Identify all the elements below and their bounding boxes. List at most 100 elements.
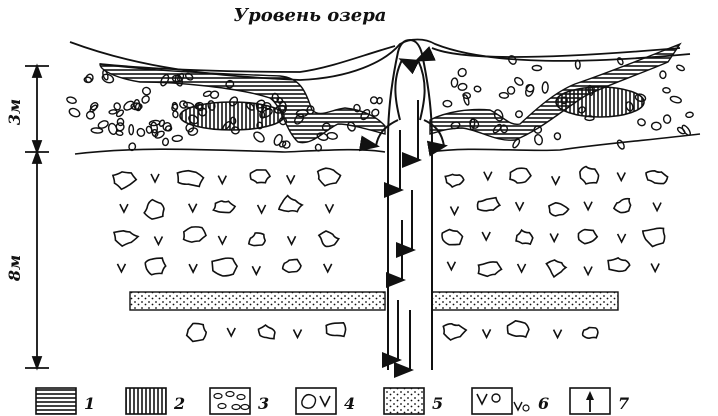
v-mark [651,263,659,271]
pebble [315,144,322,152]
v-mark [653,203,661,211]
v-mark [447,262,455,270]
clast [212,258,237,276]
v-mark [252,266,260,274]
v-mark [151,174,159,182]
clast [283,259,301,272]
pebble [282,141,290,148]
clast [614,199,631,213]
clast [113,172,136,189]
legend-item-5: 5 [384,388,443,414]
pebble [68,107,81,118]
pebble [162,138,169,146]
legend-swatch [36,388,76,414]
depth-scale [25,66,49,368]
pebble [141,94,151,104]
clast [326,323,345,337]
clast [546,260,566,277]
v-mark [618,234,626,242]
v-mark [617,172,625,180]
legend-item-1: 1 [36,388,95,414]
clast [578,230,597,244]
pebble [513,76,524,87]
clast [213,201,235,213]
clast [443,324,466,340]
clast [177,171,203,187]
clast [144,200,164,219]
pebble [136,127,146,137]
pebble [662,87,670,93]
pebble [534,125,543,133]
pebble [122,100,135,112]
pebble [86,111,94,119]
pebble [585,116,594,120]
clast [184,227,206,242]
v-mark [550,234,558,242]
lake-level-label: Уровень озера [234,5,387,26]
clast [279,196,302,212]
clast [643,228,665,246]
depth-label-8m: 8м [5,255,24,282]
v-mark [516,202,524,210]
legend-number: 4 [344,394,355,413]
pebble [165,125,172,131]
depth-label-3m: 3м [5,99,24,125]
legend-number: 3 [258,394,269,413]
clast [583,328,598,339]
legend-item-7: 7 [570,388,629,414]
v-mark [154,237,162,245]
clast [187,323,207,341]
clast [318,168,341,186]
pebble [532,65,541,70]
pebble [554,132,562,140]
pebble [474,85,482,92]
pebble [141,86,151,96]
sand-layer-right [432,292,618,310]
pebble [457,67,468,78]
pebble [499,92,508,98]
pebble [681,124,692,136]
legend-number: 7 [618,394,629,413]
v-mark [293,329,301,337]
pebble [685,112,693,118]
legend: 1 2 3 4 5 6 7 [36,388,629,414]
pebble [660,71,666,79]
v-mark [552,176,560,184]
clast [249,233,265,246]
v-mark [258,205,266,213]
pebble [542,82,548,93]
pebble [515,110,524,118]
legend-number: 6 [538,394,549,413]
pebble [463,94,470,105]
pebble [670,95,682,104]
clast [114,231,138,246]
v-mark [287,175,295,183]
pebble [451,78,458,88]
legend-number: 5 [432,394,443,413]
clast [507,321,528,337]
clast [646,171,668,184]
v-mark [189,264,197,272]
clast [478,198,500,211]
v-mark [484,172,492,180]
legend-number: 2 [173,394,185,413]
clast [608,258,630,271]
clast [516,230,533,244]
clast [549,203,569,216]
v-mark [518,264,526,272]
clast [478,262,501,276]
pebble [66,96,77,104]
pebble [663,115,671,124]
pebble [616,139,625,150]
clast [319,231,339,246]
pebble [146,126,153,134]
pebble [370,97,377,104]
v-mark [288,236,296,244]
v-mark [584,267,592,275]
pebble [524,84,535,98]
legend-item-6: 6 [472,388,549,414]
v-mark [227,328,235,336]
clast [145,258,165,275]
legend-item-3: 3 [210,388,269,414]
